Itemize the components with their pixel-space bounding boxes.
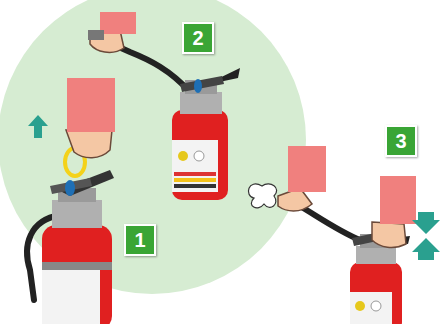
extinguisher-two xyxy=(88,12,240,200)
step-number-box: 2 xyxy=(182,22,214,54)
step-number-box: 3 xyxy=(385,125,417,157)
extinguisher-one xyxy=(27,78,115,324)
step-number: 3 xyxy=(395,131,406,151)
extinguisher-three xyxy=(248,146,440,324)
step-number: 2 xyxy=(192,28,203,48)
step-number-box: 1 xyxy=(124,224,156,256)
step-number: 1 xyxy=(134,230,145,250)
